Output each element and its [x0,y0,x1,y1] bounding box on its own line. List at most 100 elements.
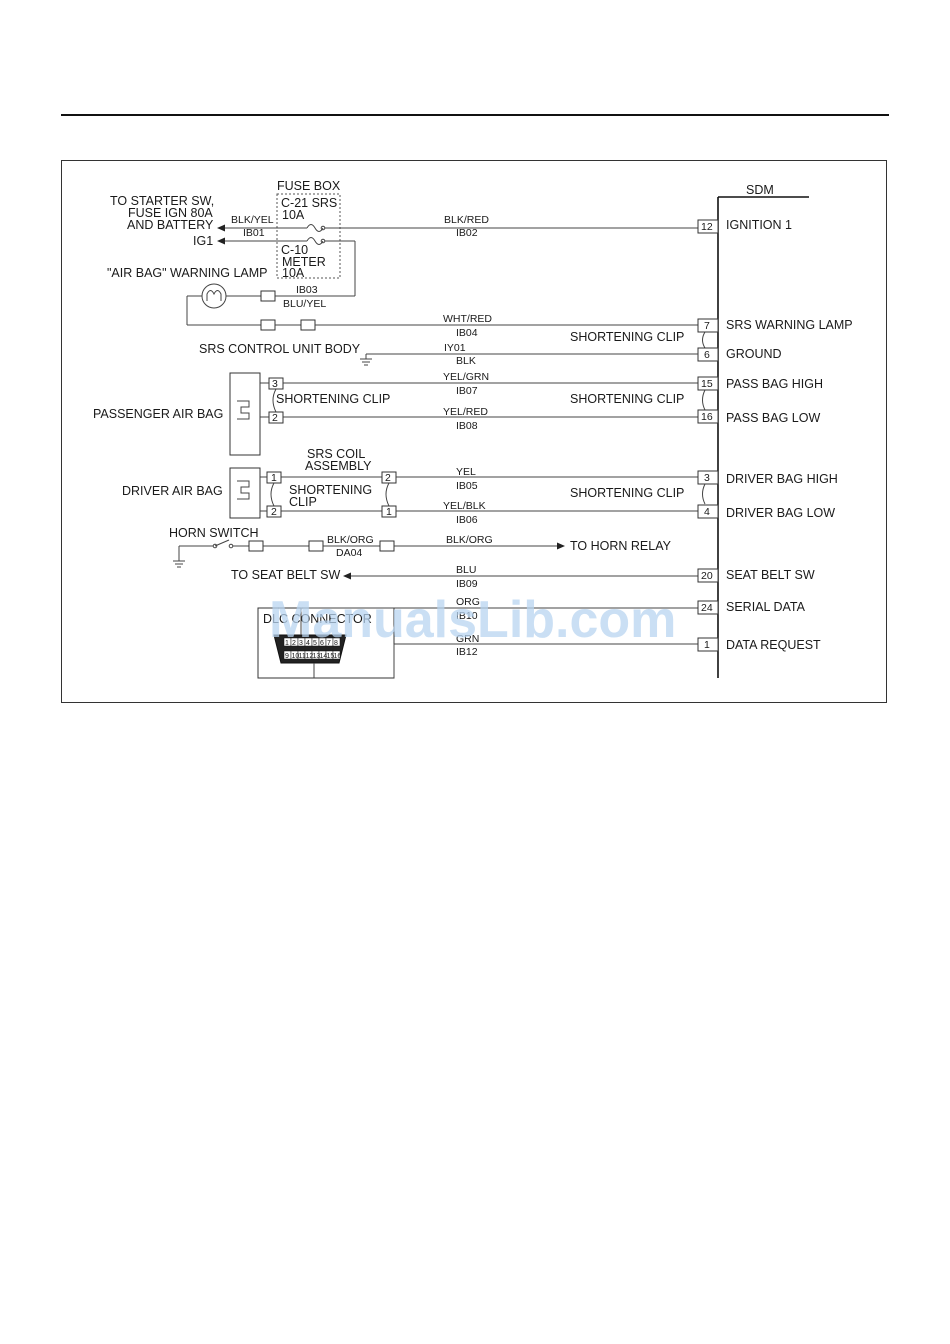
wire-iy01-color: BLK [456,355,476,367]
wire-ib04-code: IB04 [456,327,478,339]
fuse1-terminal [320,225,326,231]
connector-lamp2b [300,319,316,331]
ig1-label: IG1 [193,234,213,248]
wire-ib06-color: YEL/BLK [443,500,486,512]
shortening-clip-3-4 [702,483,706,505]
fuse2-rating: 10A [282,266,305,280]
wire-ib12-code: IB12 [456,646,478,658]
wire-da04-code: DA04 [336,547,362,559]
wire-ib07-code: IB07 [456,385,478,397]
dlc-pin-8 [332,637,341,647]
arrow-seat-belt [343,572,351,580]
dlc-pin-13-num: 13 [313,653,321,660]
horn-connector-1 [248,540,264,552]
sdm-pin-3-label: DRIVER BAG HIGH [726,472,838,486]
fuse-box-title: FUSE BOX [277,179,341,193]
driver-shortening-clip-left [270,482,275,507]
wire-ib05-color: YEL [456,466,476,478]
dlc-connector-label: DLC CONNECTOR [263,612,372,626]
passenger-pin-2-num: 2 [272,412,278,424]
srs-body-label: SRS CONTROL UNIT BODY [199,342,361,356]
driver-pin-2-num: 2 [271,506,277,518]
shortening-clip-7-6 [702,331,706,349]
sdm-pin-12-num: 12 [701,221,713,233]
warning-lamp-icon [201,283,227,309]
wire-ib02-color: BLK/RED [444,214,489,226]
passenger-shortening-clip [272,388,277,413]
sdm-pin-15 [697,376,719,391]
dlc-pin-16 [332,650,341,660]
wire-ib10-code: IB10 [456,610,478,622]
wire-da04-color: BLK/ORG [327,534,374,546]
wire-ib10-color: ORG [456,596,480,608]
coil-pin-2-num: 2 [385,472,391,484]
sdm-pin-20-num: 20 [701,570,713,582]
starter-line2: FUSE IGN 80A [128,206,213,220]
wire-ib06-code: IB06 [456,514,478,526]
coil-pin-1-num: 1 [386,506,392,518]
horn-connector-3 [379,540,395,552]
page-top-rule [61,114,889,116]
shortening-clip-2-label: SHORTENING CLIP [570,392,684,406]
dlc-pin-grid: 1 2 3 4 5 6 7 8 9 10 11 12 13 14 15 16 [283,637,341,660]
to-seat-belt-label: TO SEAT BELT SW [231,568,340,582]
fuse1-icon [306,224,324,232]
fuse1-name: C-21 SRS [281,196,337,210]
dlc-pin-7-num: 7 [327,640,331,647]
arrow-starter [217,224,225,232]
sdm-pin-20 [697,568,719,583]
wire-ib09-color: BLU [456,564,476,576]
dlc-pin-12-num: 12 [306,653,314,660]
shortening-clip-1-label: SHORTENING CLIP [570,330,684,344]
sdm-pin-16-label: PASS BAG LOW [726,411,820,425]
dlc-pin-14-num: 14 [320,653,328,660]
wire-ib03-color: BLU/YEL [283,298,326,310]
driver-shortening-clip-right [385,482,390,507]
sdm-pin-3-num: 3 [704,472,710,484]
dlc-pin-5-num: 5 [313,640,317,647]
wire-ib09-code: IB09 [456,578,478,590]
sdm-pin-24-num: 24 [701,602,713,614]
horn-switch-lever [214,539,230,547]
sdm-pin-3 [697,470,719,485]
sdm-pin-1 [697,637,719,652]
sdm-pin-15-label: PASS BAG HIGH [726,377,823,391]
srs-coil-line2: ASSEMBLY [305,459,372,473]
sdm-pin-4-num: 4 [704,506,710,518]
connector-lamp2a [260,319,276,331]
fuse-box-outline [276,193,341,279]
srs-wiring-diagram: SDM FUSE BOX C-21 SRS 10A C-10 METER 10A… [93,179,853,679]
sdm-pin-12 [697,219,719,234]
passenger-pin-3-num: 3 [272,378,278,390]
sdm-pin-24-label: SERIAL DATA [726,600,806,614]
to-horn-relay-label: TO HORN RELAY [570,539,672,553]
driver-airbag-label: DRIVER AIR BAG [122,484,223,498]
arrow-ig1 [217,237,225,245]
fuse2-terminal [320,238,326,244]
arrow-horn-relay [557,542,565,550]
driver-airbag-icon [237,480,250,500]
sdm-pin-4 [697,504,719,519]
driver-pin-1-num: 1 [271,472,277,484]
sdm-pin-15-num: 15 [701,378,713,390]
dlc-pin-6-num: 6 [320,640,324,647]
dlc-pin-2-num: 2 [292,640,296,647]
driver-shortening-line2: CLIP [289,495,317,509]
horn-switch-contact-2 [228,543,234,549]
wire-iy01-code: IY01 [444,342,466,354]
dlc-pin-4-num: 4 [306,640,310,647]
sdm-pin-7-num: 7 [704,320,710,332]
dlc-pin-15-num: 15 [327,653,335,660]
dlc-pin-3-num: 3 [299,640,303,647]
fuse2-name: C-10 [281,243,308,257]
dlc-pin-1-num: 1 [285,640,289,647]
starter-line3: AND BATTERY [127,218,214,232]
wire-ib07-color: YEL/GRN [443,371,489,383]
wire-ib01-color: BLK/YEL [231,214,274,226]
connector-lamp [260,290,276,302]
diagram-frame: SDM FUSE BOX C-21 SRS 10A C-10 METER 10A… [61,160,887,703]
horn-switch-contact-1 [212,543,218,549]
warning-lamp-filament [206,290,222,301]
sdm-pin-20-label: SEAT BELT SW [726,568,815,582]
horn-connector-2 [308,540,324,552]
